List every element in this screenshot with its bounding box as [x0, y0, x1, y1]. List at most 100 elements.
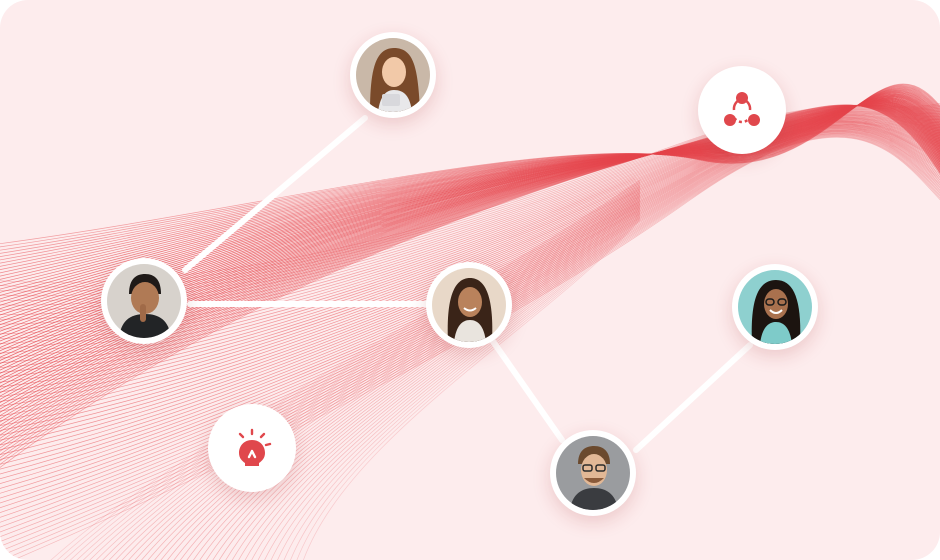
- person-portrait-icon: [356, 38, 430, 112]
- wave-line: [244, 210, 641, 560]
- avatar-woman-long-hair[interactable]: [350, 32, 436, 118]
- wave-line: [0, 132, 940, 523]
- wave-line: [0, 114, 940, 368]
- wave-line: [160, 197, 641, 560]
- wave-line: [50, 179, 641, 560]
- wave-line: [128, 192, 641, 560]
- lightbulb-idea-icon: [238, 428, 272, 466]
- wave-line: [173, 199, 641, 560]
- wave-line: [0, 120, 940, 417]
- wave-line: [296, 218, 641, 560]
- wave-line: [0, 111, 940, 339]
- share-network-button[interactable]: [698, 66, 786, 154]
- wave-line: [167, 198, 641, 560]
- wave-line: [206, 204, 641, 560]
- wave-line: [0, 122, 940, 436]
- wave-line: [0, 124, 940, 451]
- wave-line: [0, 133, 940, 533]
- person-portrait-icon: [432, 268, 506, 342]
- wave-line: [0, 113, 940, 359]
- wave-line: [63, 181, 641, 560]
- person-portrait-icon: [107, 264, 181, 338]
- wave-line: [0, 126, 940, 475]
- wave-line: [102, 187, 641, 560]
- wave-line: [76, 183, 641, 560]
- wave-line: [264, 213, 641, 560]
- wave-line: [0, 123, 940, 446]
- avatar-woman-smiling[interactable]: [426, 262, 512, 348]
- wave-line: [0, 115, 940, 373]
- wave-line: [70, 182, 641, 560]
- avatar-man-thinking[interactable]: [101, 258, 187, 344]
- wave-line: [0, 117, 940, 393]
- wave-line: [141, 194, 641, 560]
- wave-line: [0, 133, 940, 538]
- wave-line: [0, 119, 940, 407]
- wave-line: [0, 114, 940, 364]
- idea-button[interactable]: [208, 404, 296, 492]
- wave-line: [0, 110, 940, 330]
- wave-line: [212, 205, 641, 560]
- wave-line: [0, 129, 940, 494]
- avatar-man-glasses[interactable]: [550, 430, 636, 516]
- wave-line: [0, 124, 940, 455]
- wave-line: [0, 126, 940, 470]
- wave-line: [0, 108, 940, 311]
- wave-line: [186, 201, 641, 560]
- wave-line: [0, 131, 940, 518]
- wave-line: [0, 104, 940, 469]
- wave-line: [0, 107, 940, 301]
- connector-line: [489, 337, 565, 443]
- wave-line: [0, 105, 940, 292]
- wave-line: [95, 186, 641, 560]
- wave-line: [82, 184, 641, 560]
- wave-line: [0, 118, 940, 402]
- wave-line: [270, 214, 641, 560]
- connection-lines: [182, 115, 753, 453]
- wave-line: [0, 107, 940, 306]
- wave-line: [0, 125, 940, 465]
- wave-line: [0, 113, 940, 354]
- wave-line: [0, 104, 940, 288]
- wave-line: [0, 120, 940, 422]
- wave-line: [283, 216, 641, 560]
- person-portrait-icon: [556, 436, 630, 510]
- wave-line: [0, 112, 940, 349]
- wave-line: [0, 118, 940, 397]
- wave-line: [0, 108, 940, 315]
- wave-line: [0, 125, 940, 460]
- wave-line: [0, 135, 940, 552]
- wave-line: [0, 116, 940, 378]
- wave-line: [89, 185, 641, 560]
- wave-line: [0, 121, 940, 431]
- wave-line: [121, 191, 641, 560]
- wave-line: [0, 102, 940, 283]
- wave-line: [115, 190, 641, 560]
- wave-line: [0, 112, 940, 344]
- wave-line: [303, 219, 641, 560]
- wave-line: [0, 132, 940, 528]
- wave-line: [0, 123, 940, 441]
- connector-line: [182, 115, 368, 273]
- wave-line: [225, 207, 641, 560]
- wave-line: [0, 104, 940, 462]
- wave-line: [251, 211, 641, 560]
- avatar-woman-glasses[interactable]: [732, 264, 818, 350]
- wave-line: [0, 116, 940, 383]
- wave-line: [108, 188, 641, 560]
- wave-line: [193, 202, 641, 560]
- wave-line: [199, 203, 641, 560]
- connector-line: [633, 342, 753, 453]
- person-portrait-icon: [738, 270, 812, 344]
- wave-line: [0, 119, 940, 412]
- wave-line: [0, 135, 940, 557]
- wave-line: [180, 200, 641, 560]
- wave-line: [290, 217, 641, 560]
- wave-line: [0, 130, 940, 504]
- wave-line: [219, 206, 641, 560]
- wave-line: [57, 180, 641, 560]
- wave-line: [0, 131, 940, 513]
- wave-line: [0, 128, 940, 484]
